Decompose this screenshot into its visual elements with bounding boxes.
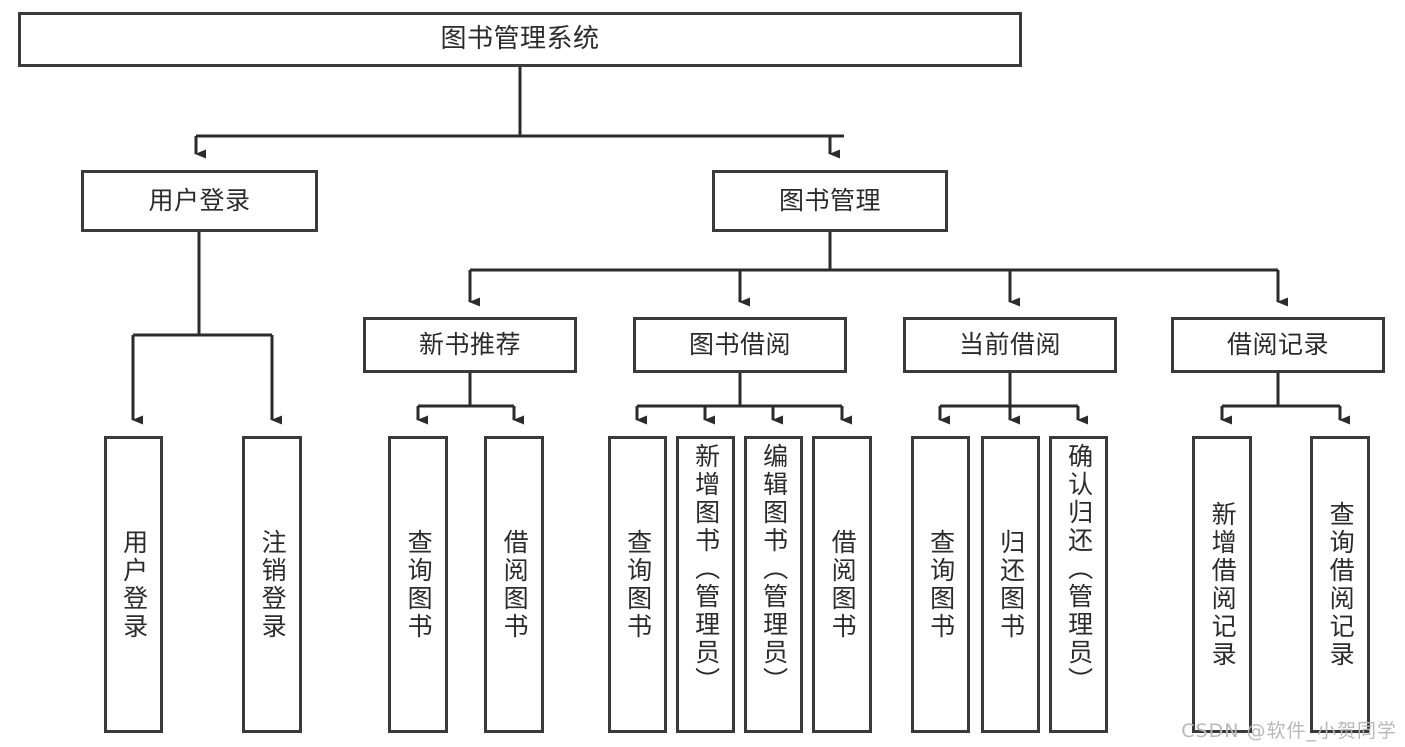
leaf-add-record-label: 新增借阅记录 — [1208, 500, 1238, 669]
leaf-return-book-label: 归还图书 — [996, 528, 1026, 641]
node-user-login[interactable]: 用户登录 — [81, 170, 318, 232]
node-book-management-label: 图书管理 — [778, 186, 881, 215]
leaf-return-book[interactable]: 归还图书 — [981, 436, 1040, 733]
leaf-confirm-return-label: 确认归还（管理员） — [1064, 443, 1094, 695]
leaf-user-login-label: 用户登录 — [119, 528, 149, 641]
node-book-management[interactable]: 图书管理 — [712, 170, 948, 232]
leaf-add-record[interactable]: 新增借阅记录 — [1192, 436, 1252, 733]
node-new-book-recommend[interactable]: 新书推荐 — [363, 317, 577, 373]
leaf-query-record[interactable]: 查询借阅记录 — [1310, 436, 1370, 733]
leaf-borrow-book-1-label: 借阅图书 — [500, 528, 530, 641]
leaf-query-book-1-label: 查询图书 — [404, 528, 434, 641]
node-user-login-label: 用户登录 — [148, 186, 251, 215]
leaf-query-book-2-label: 查询图书 — [623, 528, 653, 641]
leaf-query-record-label: 查询借阅记录 — [1326, 500, 1356, 669]
leaf-borrow-book-1[interactable]: 借阅图书 — [484, 436, 544, 733]
leaf-query-book-2[interactable]: 查询图书 — [608, 436, 667, 733]
node-book-borrow[interactable]: 图书借阅 — [633, 317, 847, 373]
leaf-user-login[interactable]: 用户登录 — [104, 436, 163, 733]
leaf-logout-login[interactable]: 注销登录 — [242, 436, 302, 733]
leaf-borrow-book-2[interactable]: 借阅图书 — [812, 436, 872, 733]
node-borrow-record[interactable]: 借阅记录 — [1171, 317, 1385, 373]
leaf-edit-book[interactable]: 编辑图书（管理员） — [744, 436, 803, 733]
node-root-label: 图书管理系统 — [440, 23, 600, 54]
leaf-logout-login-label: 注销登录 — [258, 528, 288, 641]
watermark-text: CSDN @软件_小贺同学 — [1181, 720, 1397, 742]
node-root[interactable]: 图书管理系统 — [18, 12, 1022, 67]
node-current-borrow-label: 当前借阅 — [958, 330, 1061, 359]
leaf-query-book-3[interactable]: 查询图书 — [911, 436, 970, 733]
leaf-query-book-1[interactable]: 查询图书 — [388, 436, 448, 733]
leaf-borrow-book-2-label: 借阅图书 — [828, 528, 858, 641]
node-book-borrow-label: 图书借阅 — [688, 330, 791, 359]
node-current-borrow[interactable]: 当前借阅 — [903, 317, 1117, 373]
leaf-query-book-3-label: 查询图书 — [926, 528, 956, 641]
leaf-edit-book-label: 编辑图书（管理员） — [759, 443, 789, 695]
node-new-book-recommend-label: 新书推荐 — [418, 330, 521, 359]
leaf-confirm-return[interactable]: 确认归还（管理员） — [1049, 436, 1108, 733]
node-borrow-record-label: 借阅记录 — [1226, 330, 1329, 359]
leaf-add-book[interactable]: 新增图书（管理员） — [676, 436, 735, 733]
leaf-add-book-label: 新增图书（管理员） — [691, 443, 721, 695]
